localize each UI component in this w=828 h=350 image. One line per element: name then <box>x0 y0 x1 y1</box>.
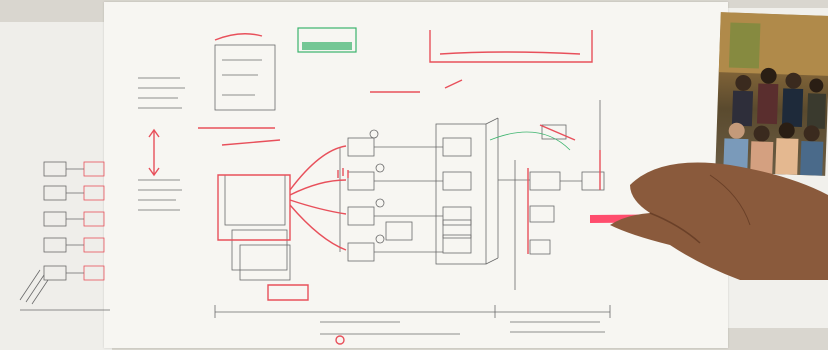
group-photo-image <box>715 12 828 176</box>
green-box-annotation <box>297 27 357 53</box>
hand-with-pencil-icon <box>590 162 828 280</box>
main-paper-sheet <box>104 2 728 348</box>
people-silhouettes-icon <box>718 12 828 176</box>
